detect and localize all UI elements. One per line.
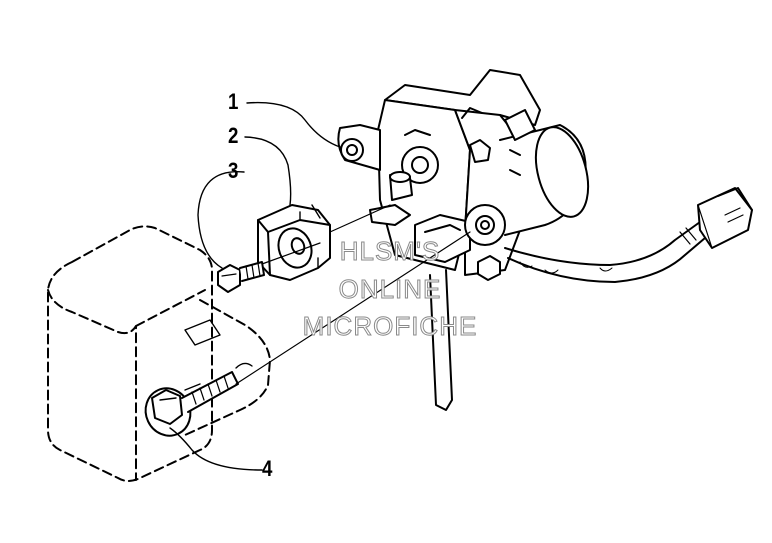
servo-motor-assembly bbox=[337, 69, 590, 411]
callout-2: 2 bbox=[228, 123, 239, 148]
callout-1: 1 bbox=[228, 89, 239, 114]
callout-4: 4 bbox=[262, 456, 273, 481]
wire-connector bbox=[697, 187, 753, 249]
wire-harness bbox=[504, 221, 706, 283]
leader-lines bbox=[169, 101, 341, 471]
watermark-line-2: ONLINE bbox=[338, 274, 442, 304]
mounting-bracket bbox=[184, 299, 271, 436]
watermark-line-1: HLSM'S bbox=[339, 236, 441, 266]
watermark-line-3: MICROFICHE bbox=[302, 311, 478, 341]
assembly-axis-lines bbox=[235, 204, 471, 385]
protective-cover bbox=[47, 225, 213, 482]
hex-bolt-washer bbox=[144, 371, 239, 437]
callout-3: 3 bbox=[228, 158, 239, 183]
pulley-drum bbox=[257, 204, 331, 281]
servo-arm bbox=[429, 269, 453, 411]
small-bolt bbox=[217, 261, 265, 293]
cover-and-bracket bbox=[47, 225, 271, 482]
